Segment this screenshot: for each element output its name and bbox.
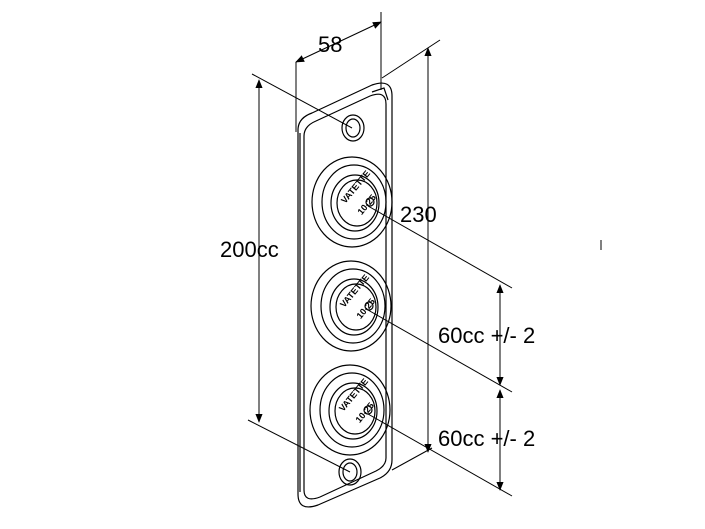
dimension-spacing-upper-label: 60cc +/- 2 bbox=[438, 323, 535, 348]
dimension-connector-spacing bbox=[367, 205, 513, 497]
dimension-width-label: 58 bbox=[318, 32, 342, 57]
dimension-height-label: 230 bbox=[400, 202, 437, 227]
bottom-mounting-hole bbox=[338, 458, 362, 486]
dimension-width bbox=[295, 12, 382, 132]
dimension-hole-spacing bbox=[247, 73, 353, 473]
mounting-plate bbox=[297, 82, 393, 508]
top-mounting-hole bbox=[341, 114, 365, 142]
dimension-height bbox=[381, 39, 441, 471]
dimension-hole-spacing-label: 200cc bbox=[220, 237, 279, 262]
dimension-spacing-lower-label: 60cc +/- 2 bbox=[438, 426, 535, 451]
